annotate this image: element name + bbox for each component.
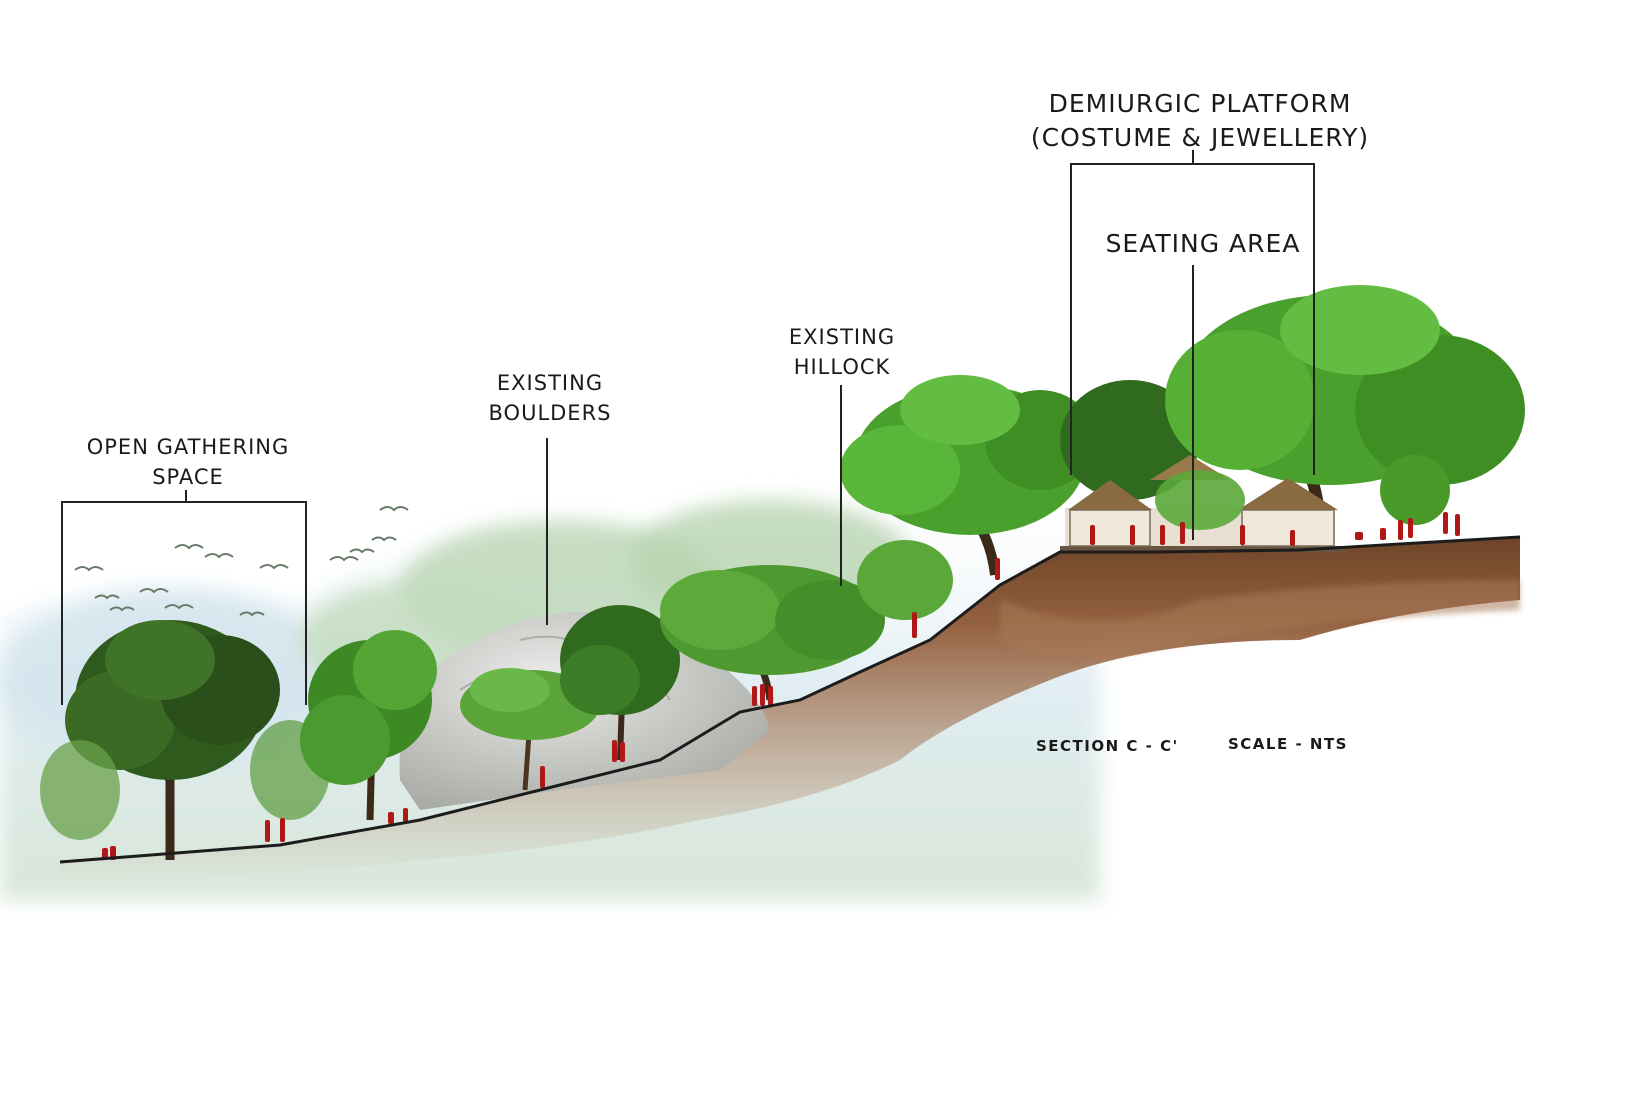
birds [74,506,409,617]
label-open-gathering-space: OPEN GATHERING SPACE [86,435,290,489]
tree-left-dark [65,620,280,860]
tree-slope-large [840,375,1095,576]
label-demiurgic-platform: DEMIURGIC PLATFORM [1048,89,1352,118]
tree-boulder-left [300,630,437,821]
people [102,512,1460,860]
bracket-open-gathering [61,490,307,705]
hut-right [1238,478,1338,547]
bracket-platform [1070,150,1315,475]
tree-hillock [660,565,885,701]
label-existing-boulders: EXISTING BOULDERS [488,371,612,425]
hut-left [1068,480,1152,547]
trees [40,285,1525,860]
ground-line [59,535,1521,864]
label-costume-jewellery: (COSTUME & JEWELLERY) [1030,123,1370,152]
annotation-lines [61,150,1315,705]
label-scale: SCALE - NTS [1228,735,1348,753]
terrain-soil [60,537,1520,880]
demiurgic-platform [1060,455,1345,552]
label-seating-area: SEATING AREA [1105,229,1301,258]
tree-right-large [1165,285,1525,541]
tree-boulder-right [560,605,680,761]
label-section: SECTION C - C' [1036,737,1179,755]
label-existing-hillock: EXISTING HILLOCK [788,325,896,379]
